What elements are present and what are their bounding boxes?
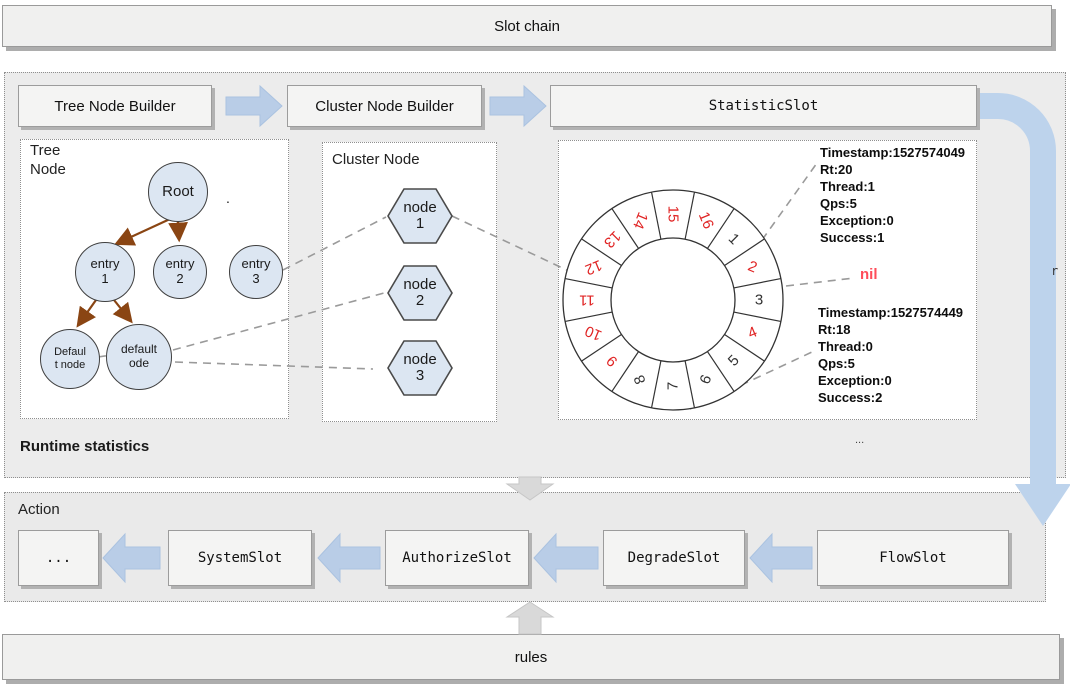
cluster-node-builder-label: Cluster Node Builder bbox=[315, 97, 454, 115]
ring-window-10: 10 bbox=[583, 322, 605, 344]
tree-root-label: Root bbox=[162, 183, 194, 201]
cluster-node-3: node 3 bbox=[387, 340, 453, 396]
hexagon-shape bbox=[387, 340, 453, 396]
hexagon-shape bbox=[387, 265, 453, 321]
cluster-node-panel-title: Cluster Node bbox=[332, 151, 420, 168]
more-ellipsis: ... bbox=[855, 434, 865, 446]
ring-window-15: 15 bbox=[665, 206, 682, 223]
tree-node-builder-label: Tree Node Builder bbox=[54, 97, 176, 115]
more-slots-label: ... bbox=[45, 550, 72, 566]
statistic-slot-label: StatisticSlot bbox=[708, 98, 819, 114]
cluster-node-1-label: node 1 bbox=[403, 198, 437, 232]
action-panel-title: Action bbox=[18, 501, 60, 518]
tree-entry3-label: entry 3 bbox=[241, 256, 271, 286]
rules-banner: rules bbox=[2, 634, 1060, 680]
bucket2-annotation: Timestamp:1527574449 Rt:18 Thread:0 Qps:… bbox=[818, 305, 964, 405]
ring-window-11: 11 bbox=[579, 292, 595, 309]
cluster-node-builder-box: Cluster Node Builder bbox=[287, 85, 482, 127]
flow-slot-box: FlowSlot bbox=[817, 530, 1009, 586]
tree-entry3-node: entry 3 bbox=[229, 245, 283, 299]
slot-chain-banner-label: Slot chain bbox=[494, 17, 560, 35]
authorize-slot-box: AuthorizeSlot bbox=[385, 530, 529, 586]
flow-slot-label: FlowSlot bbox=[879, 550, 947, 566]
ring-window-16: 16 bbox=[695, 210, 717, 232]
cluster-node-2-label: node 2 bbox=[403, 275, 437, 309]
degrade-slot-label: DegradeSlot bbox=[627, 550, 721, 566]
ring-window-14: 14 bbox=[629, 210, 651, 232]
arrow-rules-to-action bbox=[505, 601, 555, 635]
degrade-slot-box: DegradeSlot bbox=[603, 530, 745, 586]
ring-window-12: 12 bbox=[583, 256, 605, 278]
nil-label: nil bbox=[860, 266, 878, 283]
tree-default-node: Defaul t node bbox=[40, 329, 100, 389]
cluster-node-3-label: node 3 bbox=[403, 350, 437, 384]
ring-window-7: 7 bbox=[665, 382, 682, 390]
rules-banner-label: rules bbox=[514, 648, 548, 666]
authorize-slot-label: AuthorizeSlot bbox=[402, 550, 512, 566]
tree-entry2-label: entry 2 bbox=[165, 256, 195, 286]
slot-chain-banner: Slot chain bbox=[2, 5, 1052, 47]
ring-window-3: 3 bbox=[755, 292, 763, 309]
cluster-node-2: node 2 bbox=[387, 265, 453, 321]
system-slot-box: SystemSlot bbox=[168, 530, 312, 586]
tree-root-node: Root bbox=[148, 162, 208, 222]
bucket1-annotation: Timestamp:1527574049 Rt:20 Thread:1 Qps:… bbox=[820, 145, 966, 245]
tree-node-builder-box: Tree Node Builder bbox=[18, 85, 212, 127]
tree-dot: . bbox=[226, 190, 230, 206]
more-slots-box: ... bbox=[18, 530, 99, 586]
tree-default-node-label: Defaul t node bbox=[54, 346, 86, 371]
tree-default-ode-label: default ode bbox=[120, 342, 158, 370]
tree-node-panel-title: Tree Node bbox=[30, 142, 66, 178]
r-label: r bbox=[1051, 264, 1059, 278]
system-slot-label: SystemSlot bbox=[197, 550, 283, 566]
runtime-statistics-label: Runtime statistics bbox=[20, 438, 150, 455]
statistic-slot-box: StatisticSlot bbox=[550, 85, 977, 127]
cluster-node-1: node 1 bbox=[387, 188, 453, 244]
tree-entry1-label: entry 1 bbox=[90, 256, 120, 286]
tree-entry1-node: entry 1 bbox=[75, 242, 135, 302]
tree-entry2-node: entry 2 bbox=[153, 245, 207, 299]
hexagon-shape bbox=[387, 188, 453, 244]
tree-default-ode-node: default ode bbox=[106, 324, 172, 390]
